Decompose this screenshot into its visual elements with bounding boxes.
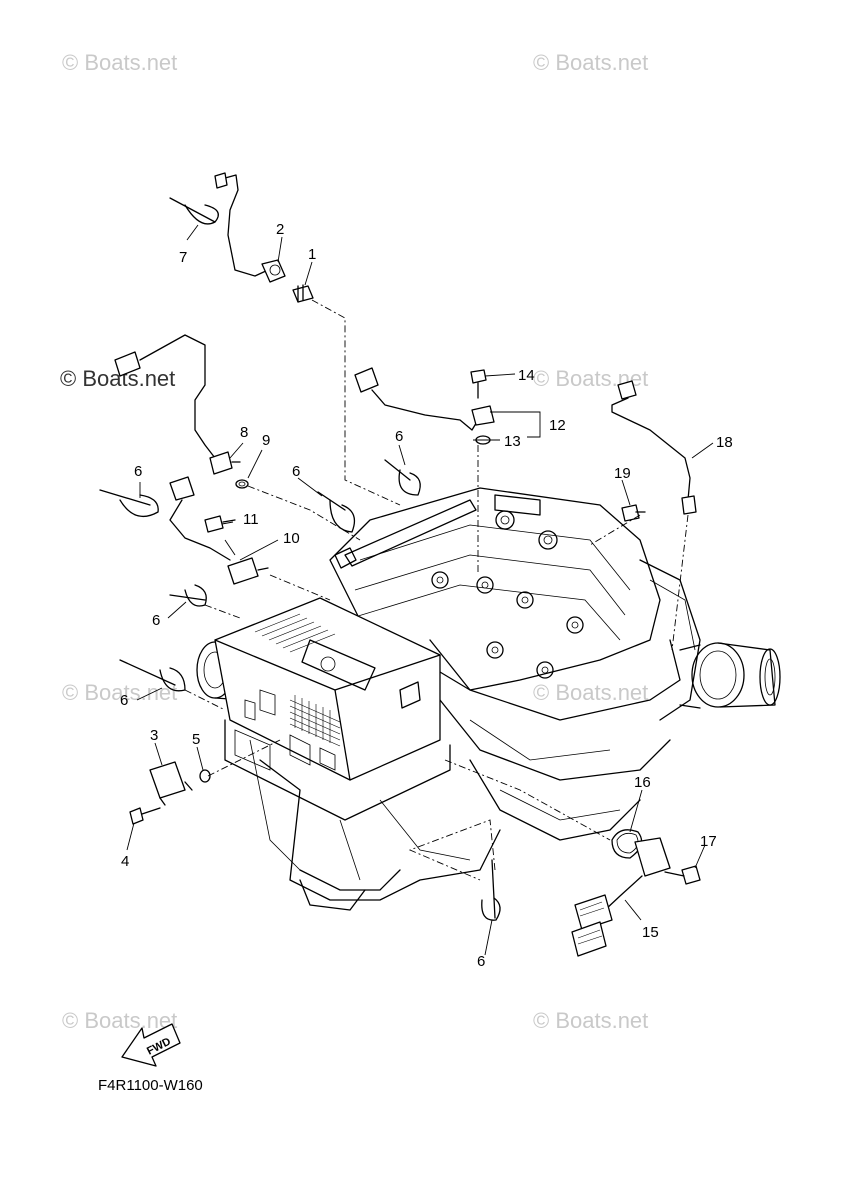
part-9-o-ring — [235, 479, 249, 489]
part-4-bolt — [129, 807, 161, 825]
callout-6-e: 6 — [120, 692, 128, 709]
part-14-bolt — [470, 369, 487, 399]
callout-18: 18 — [716, 434, 733, 451]
callout-6-a: 6 — [134, 463, 142, 480]
callout-12: 12 — [549, 417, 566, 434]
watermark-bottom-right: © Boats.net — [533, 1008, 648, 1033]
callout-15: 15 — [642, 924, 659, 941]
watermark-top-right: © Boats.net — [533, 50, 648, 75]
watermark-mid-left: © Boats.net — [62, 680, 177, 705]
callout-6-c: 6 — [292, 463, 300, 480]
part-15-crank-sensor — [571, 837, 671, 957]
callout-9: 9 — [262, 432, 270, 449]
callout-11: 11 — [243, 511, 259, 528]
callout-14: 14 — [518, 367, 535, 384]
ecu-box — [214, 597, 451, 821]
callout-7: 7 — [179, 249, 187, 266]
callout-5: 5 — [192, 731, 200, 748]
part-7-clamp — [169, 197, 219, 225]
callout-1: 1 — [308, 246, 316, 263]
part-6-clamp-b — [169, 584, 207, 607]
leader-lines — [126, 224, 714, 956]
diagram-code: F4R1100-W160 — [98, 1077, 203, 1094]
callout-2: 2 — [276, 221, 284, 238]
callout-3: 3 — [150, 727, 158, 744]
part-6-clamp-a — [99, 489, 159, 518]
part-19-sensor — [621, 504, 646, 522]
part-2-temperature-sensor — [214, 172, 286, 283]
sensor-lead-left — [114, 334, 216, 459]
callout-6-b: 6 — [395, 428, 403, 445]
part-6-clamp-d — [317, 491, 356, 533]
part-3-pressure-sensor — [149, 761, 193, 806]
part-17-bolt — [664, 865, 701, 885]
part-6-clamp-f — [481, 859, 501, 921]
part-11-bolt — [204, 515, 236, 533]
part-1-sensor — [292, 284, 314, 303]
watermark-top-left: © Boats.net — [62, 50, 177, 75]
part-8-sensor — [209, 451, 241, 475]
callout-10: 10 — [283, 530, 300, 547]
callout-13: 13 — [504, 433, 521, 450]
sensor-lead-mid — [169, 476, 231, 561]
callout-17: 17 — [700, 833, 717, 850]
part-5-o-ring — [199, 769, 211, 783]
part-12-sensor — [471, 405, 495, 426]
callout-8: 8 — [240, 424, 248, 441]
callout-19: 19 — [614, 465, 631, 482]
part-6-clamp-e — [384, 459, 421, 496]
watermark-mid-right-2: © Boats.net — [533, 680, 648, 705]
watermark-bottom-left: © Boats.net — [62, 1008, 177, 1033]
callout-4: 4 — [121, 853, 129, 870]
part-18-sensor-lead — [611, 380, 697, 515]
callout-6-f: 6 — [477, 953, 485, 970]
callout-6-d: 6 — [152, 612, 160, 629]
part-10-cam-sensor — [227, 557, 269, 585]
sensor-lead-12 — [354, 367, 479, 431]
callout-16: 16 — [634, 774, 651, 791]
